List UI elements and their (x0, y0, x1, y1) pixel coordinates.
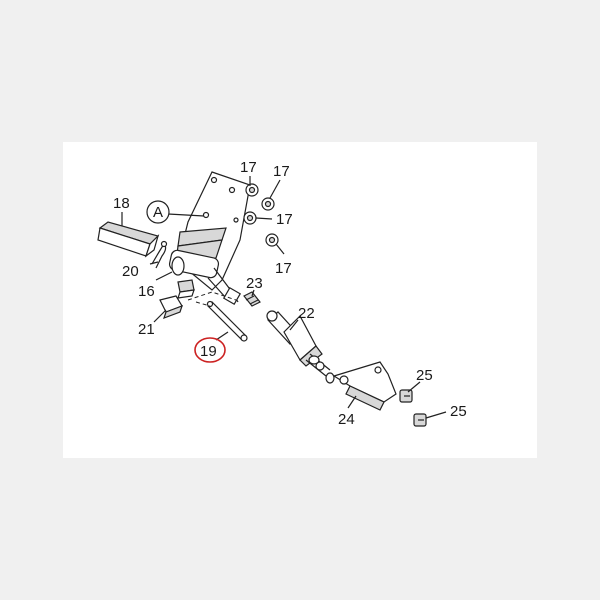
label-17-a: 17 (240, 159, 257, 176)
label-25-upper: 25 (416, 367, 433, 384)
assembly-lines (187, 291, 237, 307)
highlight-ring-19 (194, 337, 226, 363)
label-17-b: 17 (273, 163, 290, 180)
pedal-pad (97, 221, 160, 258)
label-16: 16 (138, 283, 155, 300)
label-19: 19 (200, 343, 217, 360)
bolt-25-upper (399, 389, 413, 403)
bolt-25-lower (413, 413, 427, 427)
linkage-arm (325, 361, 397, 411)
label-18: 18 (113, 195, 130, 212)
pivot-housing (168, 249, 242, 306)
label-23: 23 (246, 275, 263, 292)
clip-part (159, 295, 183, 320)
pin-rod (206, 300, 248, 342)
callout-a-circle (146, 200, 170, 224)
label-20: 20 (122, 263, 139, 280)
label-21: 21 (138, 321, 155, 338)
bolt-17-c (243, 211, 257, 225)
label-17-d: 17 (275, 260, 292, 277)
bolt-17-b (261, 197, 275, 211)
diagram-panel (63, 142, 537, 458)
leader-lines (121, 176, 447, 419)
bolt-17-a (245, 183, 259, 197)
bushing (177, 279, 195, 299)
bolt-17-d (265, 233, 279, 247)
label-22: 22 (298, 305, 315, 322)
label-24: 24 (338, 411, 355, 428)
cotter-pin (151, 240, 168, 269)
bolt-part (243, 291, 261, 307)
label-17-c: 17 (276, 211, 293, 228)
label-25-lower: 25 (450, 403, 467, 420)
label-a: A (153, 204, 163, 221)
